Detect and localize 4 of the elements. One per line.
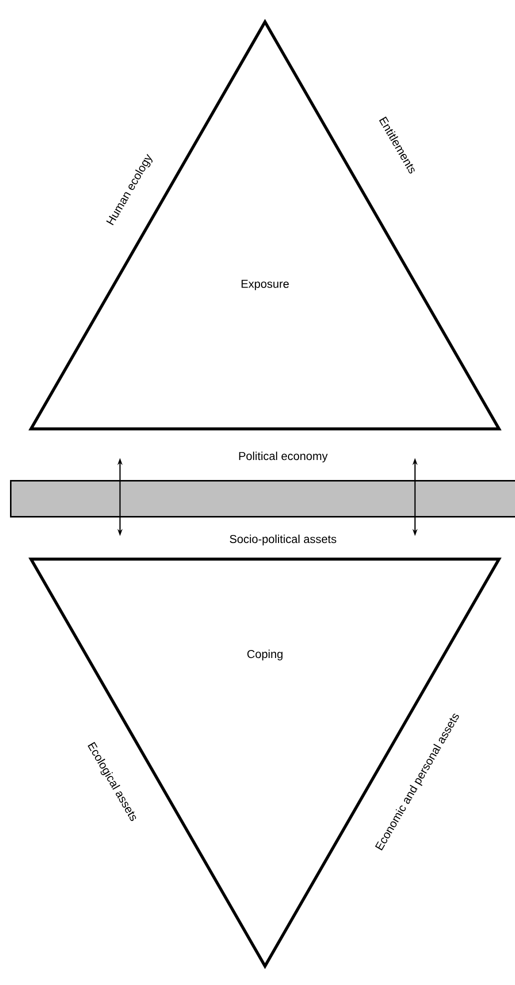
band-label: Socio-political assets <box>230 534 336 546</box>
band-label: Political economy <box>239 452 328 462</box>
triangle-label: Coping <box>247 650 282 660</box>
triangle-label: Exposure <box>242 280 289 290</box>
